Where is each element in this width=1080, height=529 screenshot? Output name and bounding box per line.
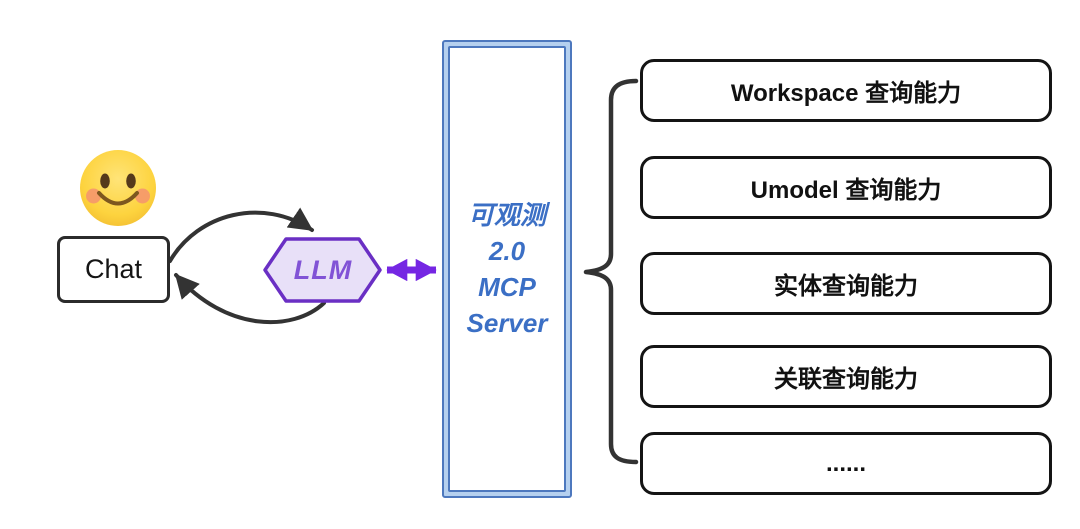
mcp-server-inner: 可观测 2.0 MCP Server — [448, 46, 566, 492]
chat-label: Chat — [84, 254, 143, 284]
mcp-server-line: MCP — [478, 271, 536, 302]
capability-node-umodel: Umodel 查询能力 — [640, 156, 1052, 219]
capability-label: Umodel 查询能力 — [750, 177, 942, 204]
capability-label: 关联查询能力 — [774, 366, 918, 393]
chat-to-llm-arrow — [168, 207, 314, 263]
capability-label: 实体查询能力 — [774, 273, 918, 300]
capability-node-entity: 实体查询能力 — [640, 252, 1052, 315]
capability-node-association: 关联查询能力 — [640, 345, 1052, 408]
llm-to-chat-arrow — [174, 273, 326, 325]
chat-node: Chat — [57, 236, 170, 303]
capability-label: ...... — [825, 449, 866, 477]
mcp-server-line: 可观测 — [467, 199, 546, 230]
smiling-face-emoji — [80, 150, 156, 226]
capability-label: Workspace 查询能力 — [730, 80, 962, 107]
mcp-server-line: 2.0 — [488, 235, 526, 266]
capabilities-brace — [583, 78, 639, 465]
mcp-server-line: Server — [466, 307, 548, 338]
capability-node-more: ...... — [640, 432, 1052, 495]
llm-hexagon — [263, 237, 382, 303]
capability-node-workspace: Workspace 查询能力 — [640, 59, 1052, 122]
mcp-server-node: 可观测 2.0 MCP Server — [442, 40, 572, 498]
